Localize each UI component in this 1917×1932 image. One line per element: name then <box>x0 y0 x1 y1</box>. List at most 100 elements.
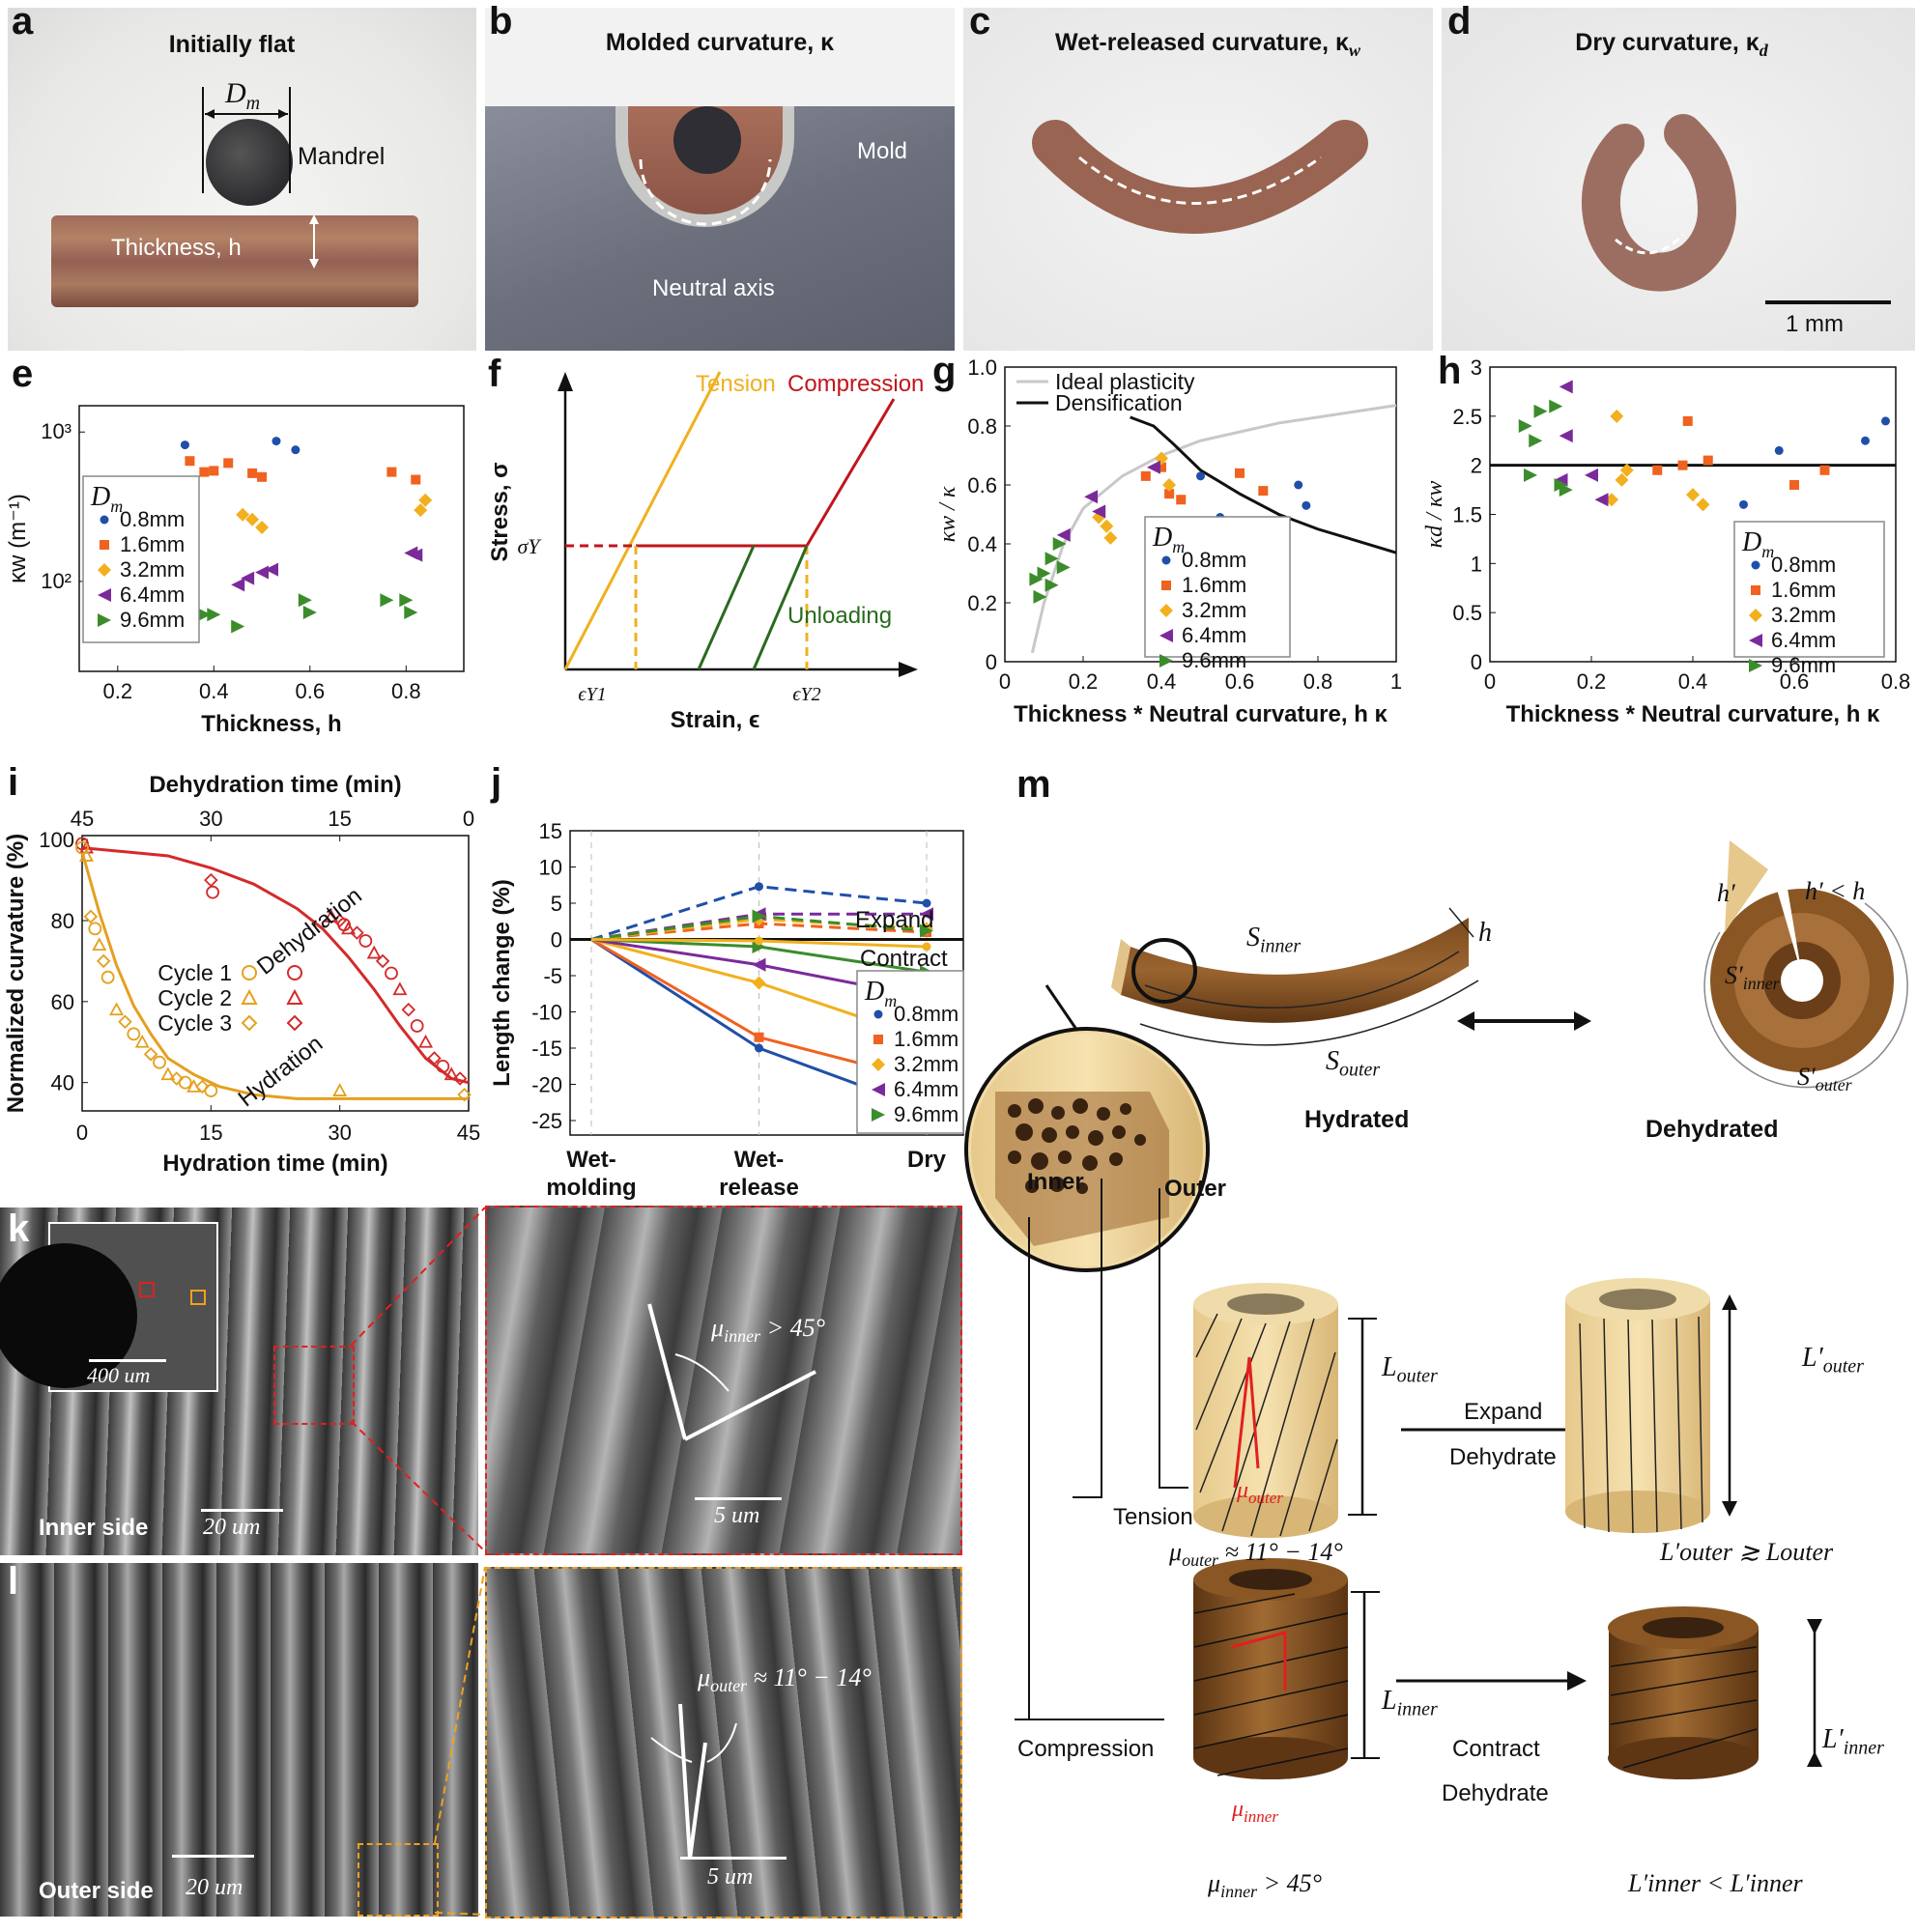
legend-marker <box>1749 634 1762 647</box>
m-l-outer-rel: L′outer ≳ Louter <box>1660 1538 1834 1566</box>
data-point <box>223 458 234 469</box>
y-tick-label: 0 <box>986 650 997 674</box>
plot-frame <box>78 405 465 672</box>
legend-marker <box>1161 555 1171 565</box>
m-dehydrate-1: Dehydrate <box>1449 1444 1557 1470</box>
neutral-axis-b <box>639 158 772 226</box>
panel-b: b Molded curvature, κ Mold Neutral axis <box>483 0 957 353</box>
legend-marker <box>1751 585 1760 595</box>
m-dehydrated: Dehydrated <box>1645 1116 1779 1143</box>
x-axis-label: Thickness * Neutral curvature, h κ <box>1506 701 1880 727</box>
data-point <box>231 619 245 634</box>
angle-inner-lines <box>647 1303 816 1441</box>
data-point <box>392 981 408 996</box>
inset-scale-label: 400 um <box>87 1363 151 1387</box>
panel-label-k: k <box>8 1208 30 1250</box>
legend-label: 6.4mm <box>1182 623 1246 647</box>
m-s-inner-prime: S′inner <box>1725 961 1780 994</box>
panel-title-c: Wet-released curvature, κw <box>1055 29 1360 60</box>
data-point <box>1696 497 1710 512</box>
data-point <box>1056 560 1071 575</box>
unloading-line-2 <box>752 545 809 670</box>
legend-label: 0.8mm <box>894 1002 958 1026</box>
mold-label: Mold <box>857 138 908 164</box>
zoom-scale-bar-l <box>680 1857 787 1860</box>
mandrel <box>206 119 293 206</box>
data-point <box>291 445 300 455</box>
panel-d: d Dry curvature, κd 1 mm <box>1440 0 1917 353</box>
data-point <box>1052 537 1067 551</box>
m-l-inner: Linner <box>1382 1686 1438 1720</box>
eps-y2-label: ϵY2 <box>792 684 820 705</box>
data-point <box>92 937 107 952</box>
y-tick-label: 0 <box>1471 650 1482 674</box>
legend-title: Dm <box>1741 527 1774 561</box>
photo-d <box>1442 8 1915 351</box>
photo-b-top <box>485 8 955 106</box>
x-tick-label: 0.8 <box>1303 669 1333 694</box>
panel-label-b: b <box>489 0 513 43</box>
angle-label-l: μouter ≈ 11° − 14° <box>698 1663 872 1696</box>
x-axis-label: Thickness * Neutral curvature, h κ <box>1014 701 1388 727</box>
m-inner: Inner <box>1027 1169 1084 1195</box>
data-point <box>1056 527 1071 542</box>
y-axis-label: Stress, σ <box>487 462 513 561</box>
data-point <box>1774 445 1784 455</box>
y-tick-label: 2 <box>1471 454 1482 478</box>
mandrel-label: Mandrel <box>298 143 386 170</box>
data-point <box>100 970 115 984</box>
data-point <box>127 1027 141 1041</box>
m-mu-inner-rel: μinner > 45° <box>1208 1869 1323 1902</box>
legend-label: 0.8mm <box>1771 553 1836 577</box>
data-point <box>143 1047 158 1062</box>
m-s-outer-prime: S′outer <box>1797 1063 1852 1095</box>
angle-label-k: μinner > 45° <box>711 1314 826 1347</box>
y-axis-label: κd / κw <box>1422 481 1447 549</box>
scale-bar-d <box>1765 300 1891 304</box>
y-tick-label: 15 <box>539 819 562 843</box>
data-point <box>1610 409 1624 423</box>
data-point <box>255 520 270 534</box>
y-tick-label: 3 <box>1471 355 1482 380</box>
data-point <box>399 593 414 608</box>
sem-k-zoom: 5 um μinner > 45° <box>485 1206 962 1555</box>
length-point <box>752 976 766 990</box>
legend-marker <box>873 1009 883 1019</box>
y-axis-arrow <box>558 372 573 391</box>
legend-title: Dm <box>90 482 123 516</box>
data-point <box>1529 434 1543 448</box>
dehydrated-coil <box>1703 840 1908 1089</box>
inset-red-box <box>139 1282 155 1297</box>
legend-title: Dm <box>1152 523 1185 556</box>
x-axis-arrow <box>899 662 918 677</box>
y-tick-label: 2.5 <box>1452 405 1482 429</box>
data-point <box>324 908 339 923</box>
cycle-label: Cycle 1 <box>157 960 232 985</box>
data-point <box>197 608 212 622</box>
panel-label-m: m <box>1016 763 1051 806</box>
data-point <box>1029 572 1044 586</box>
x-tick-label: 0.4 <box>199 679 229 703</box>
data-point <box>204 1084 218 1097</box>
y-tick-label: 1 <box>1471 552 1482 576</box>
data-point <box>418 1034 434 1048</box>
x2-tick-label: 45 <box>71 807 94 831</box>
panel-title-b: Molded curvature, κ <box>605 29 835 56</box>
data-point <box>404 605 418 619</box>
x-tick-label: 0.4 <box>1147 669 1177 694</box>
data-point <box>245 512 260 526</box>
data-point <box>401 1002 416 1017</box>
data-point <box>1164 489 1175 499</box>
m-l-outer-prime: L′outer <box>1802 1343 1864 1378</box>
sem-l-zoom: 5 um μouter ≈ 11° − 14° <box>485 1567 962 1918</box>
panel-title-d: Dry curvature, κd <box>1575 29 1768 60</box>
inner-cylinder-dehydrated <box>1608 1606 1759 1779</box>
y-tick-label: 10 <box>539 856 562 880</box>
length-point <box>920 907 933 922</box>
side-label-k: Inner side <box>39 1515 149 1541</box>
data-point <box>302 605 317 619</box>
expand-annotation: Expand <box>855 907 933 933</box>
data-point <box>1686 488 1700 502</box>
data-point <box>380 593 394 608</box>
m-l-outer: Louter <box>1382 1352 1438 1387</box>
